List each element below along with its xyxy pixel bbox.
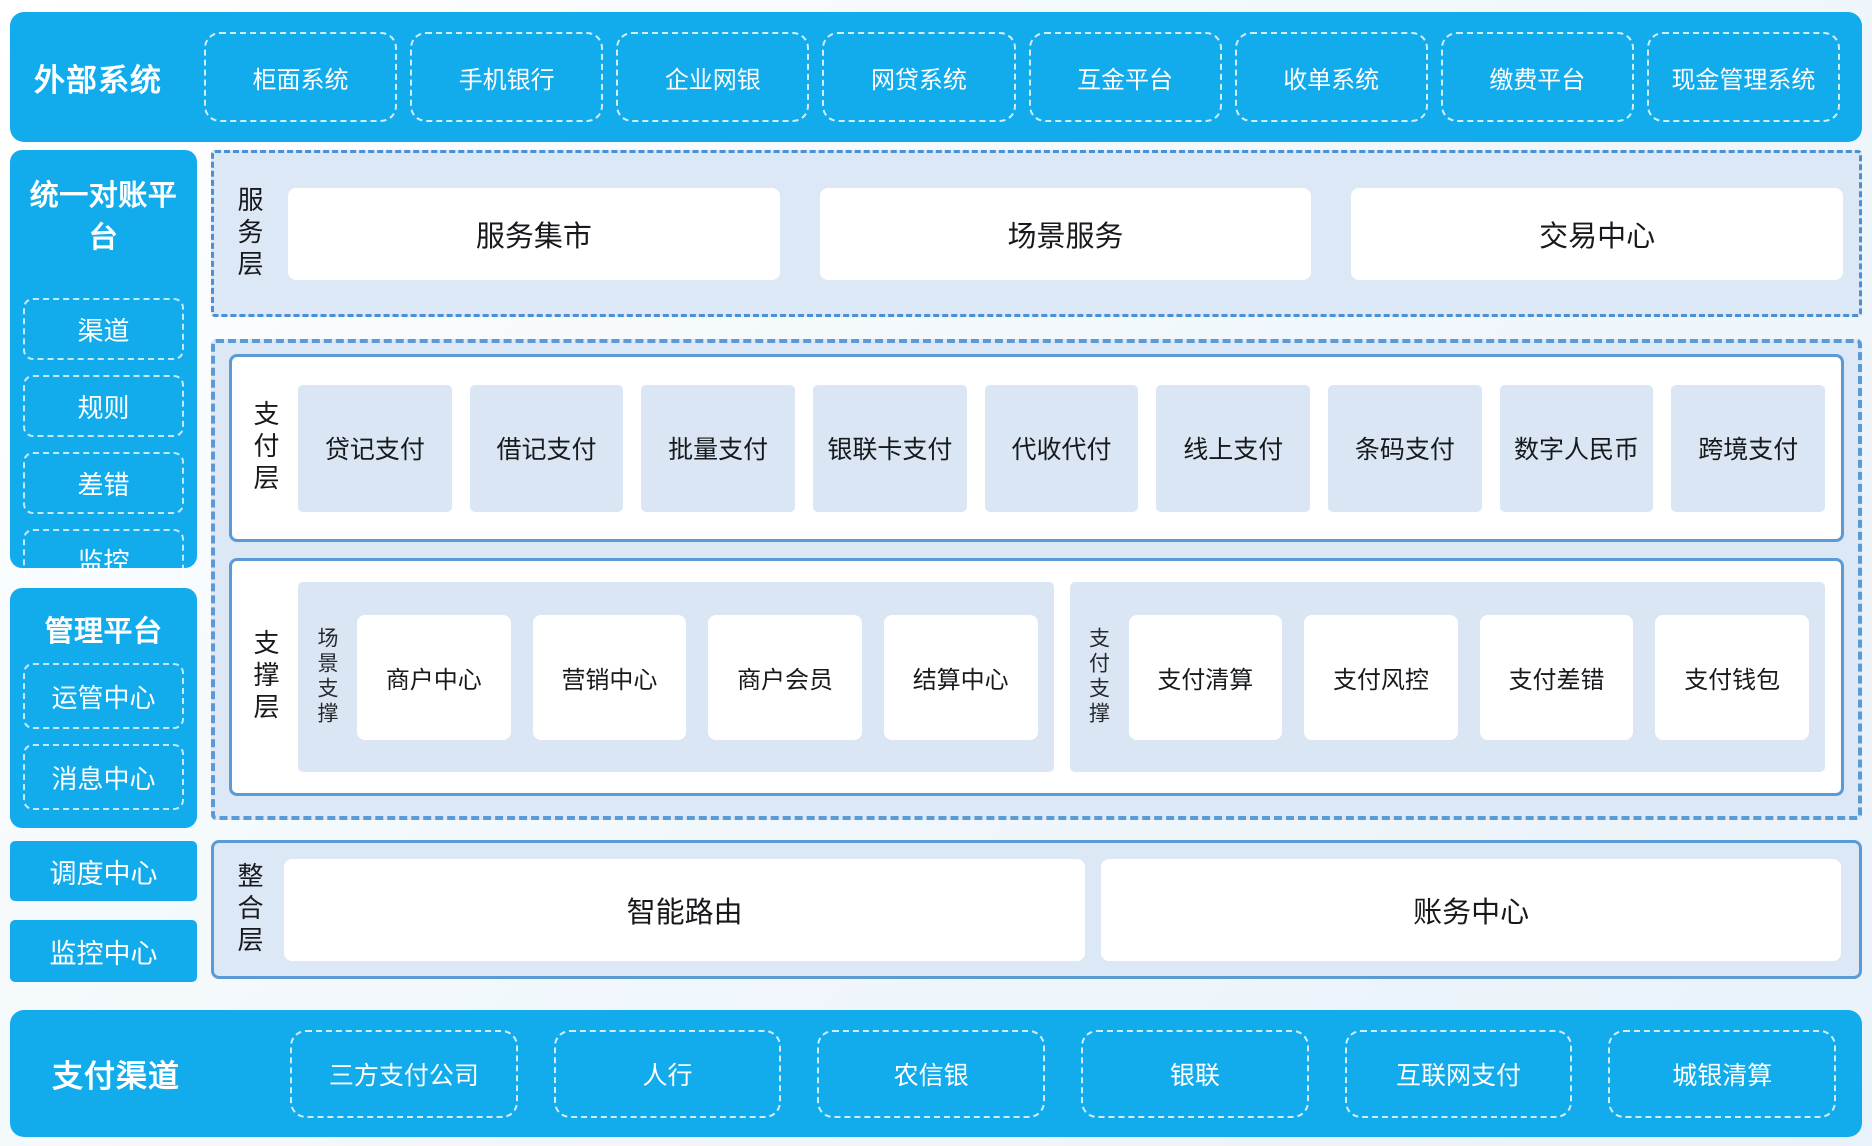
integration-layer: 整合层 智能路由 账务中心	[211, 840, 1862, 979]
payment-node: 数字人民币	[1499, 384, 1654, 512]
left-sidebar: 统一对账平台 渠道 规则 差错 监控 管理平台 运管中心 消息中心 调度中心 监…	[10, 150, 197, 982]
payment-node: 批量支付	[641, 384, 796, 512]
support-node: 支付钱包	[1655, 614, 1809, 740]
external-system-node: 缴费平台	[1440, 32, 1634, 122]
integration-layer-items: 智能路由 账务中心	[284, 858, 1841, 961]
scene-support-items: 商户中心 营销中心 商户会员 结算中心	[357, 614, 1038, 740]
external-system-node: 互金平台	[1028, 32, 1222, 122]
payment-node: 代收代付	[984, 384, 1139, 512]
support-node: 营销中心	[532, 614, 687, 740]
management-node: 消息中心	[23, 744, 184, 810]
payment-channels-bar: 支付渠道 三方支付公司 人行 农信银 银联 互联网支付 城银清算	[10, 1010, 1862, 1137]
scheduling-center-node: 调度中心	[10, 841, 197, 901]
external-systems-bar: 外部系统 柜面系统 手机银行 企业网银 网贷系统 互金平台 收单系统 缴费平台 …	[10, 12, 1862, 142]
payment-node: 银联卡支付	[813, 384, 967, 512]
reconciliation-node: 规则	[23, 375, 184, 437]
payment-layer: 支付层 贷记支付 借记支付 批量支付 银联卡支付 代收代付 线上支付 条码支付 …	[229, 354, 1844, 542]
external-systems-title: 外部系统	[34, 62, 162, 98]
scene-support-group: 场景支撑 商户中心 营销中心 商户会员 结算中心	[298, 582, 1054, 772]
payment-channel-node: 互联网支付	[1344, 1029, 1573, 1118]
management-platform-title: 管理平台	[44, 616, 163, 648]
external-systems-items: 柜面系统 手机银行 企业网银 网贷系统 互金平台 收单系统 缴费平台 现金管理系…	[204, 12, 1840, 142]
management-platform-panel: 管理平台 运管中心 消息中心	[10, 588, 197, 828]
support-layer: 支撑层 场景支撑 商户中心 营销中心 商户会员 结算中心	[229, 558, 1844, 796]
payment-channels-title: 支付渠道	[52, 1059, 180, 1094]
monitoring-center-node: 监控中心	[10, 920, 197, 982]
payment-channel-node: 银联	[1081, 1029, 1309, 1118]
payment-layer-items: 贷记支付 借记支付 批量支付 银联卡支付 代收代付 线上支付 条码支付 数字人民…	[298, 384, 1826, 512]
reconciliation-platform-panel: 统一对账平台 渠道 规则 差错 监控	[10, 150, 197, 591]
reconciliation-node: 差错	[23, 452, 184, 514]
external-system-node: 企业网银	[616, 32, 810, 122]
support-node: 商户会员	[708, 614, 862, 740]
service-node: 场景服务	[819, 187, 1312, 280]
reconciliation-node: 渠道	[23, 298, 184, 360]
integration-node: 账务中心	[1101, 858, 1841, 961]
service-layer-items: 服务集市 场景服务 交易中心	[288, 187, 1844, 280]
service-node: 交易中心	[1351, 187, 1844, 280]
payment-support-label: 支付支撑	[1086, 627, 1110, 727]
payment-channel-node: 三方支付公司	[290, 1029, 518, 1118]
external-system-node: 手机银行	[410, 32, 604, 122]
diagram-body: 统一对账平台 渠道 规则 差错 监控 管理平台 运管中心 消息中心 调度中心 监…	[10, 150, 1862, 982]
external-system-node: 网贷系统	[822, 32, 1016, 122]
payment-channel-node: 城银清算	[1608, 1029, 1837, 1118]
reconciliation-platform-title: 统一对账平台	[29, 180, 178, 254]
integration-node: 智能路由	[284, 858, 1086, 961]
scene-support-label: 场景支撑	[315, 627, 338, 727]
support-node: 支付清算	[1128, 614, 1283, 740]
support-layer-label: 支撑层	[250, 629, 280, 725]
payment-support-group: 支付支撑 支付清算 支付风控 支付差错 支付钱包	[1069, 582, 1825, 772]
payment-layer-label: 支付层	[250, 400, 280, 496]
payment-node: 线上支付	[1156, 384, 1311, 512]
support-node: 结算中心	[883, 614, 1038, 740]
payment-support-items: 支付清算 支付风控 支付差错 支付钱包	[1128, 614, 1809, 740]
payment-node: 条码支付	[1328, 384, 1482, 512]
service-layer-label: 服务层	[234, 185, 264, 282]
payment-channel-node: 人行	[553, 1029, 782, 1118]
payment-channels-items: 三方支付公司 人行 农信银 银联 互联网支付 城银清算	[290, 1010, 1837, 1137]
main-column: 服务层 服务集市 场景服务 交易中心 支付层 贷记支付 借记支付 批量支付 银联…	[211, 150, 1862, 982]
support-node: 支付差错	[1479, 614, 1634, 740]
external-system-node: 收单系统	[1234, 32, 1428, 122]
payment-support-container: 支付层 贷记支付 借记支付 批量支付 银联卡支付 代收代付 线上支付 条码支付 …	[211, 339, 1862, 820]
service-layer: 服务层 服务集市 场景服务 交易中心	[211, 150, 1862, 317]
service-node: 服务集市	[288, 187, 780, 280]
external-system-node: 柜面系统	[204, 32, 398, 122]
payment-node: 借记支付	[469, 384, 624, 512]
payment-node: 跨境支付	[1671, 384, 1826, 512]
payment-channel-node: 农信银	[817, 1029, 1046, 1118]
support-node: 商户中心	[357, 614, 511, 740]
payment-node: 贷记支付	[298, 384, 452, 512]
external-system-node: 现金管理系统	[1646, 32, 1840, 122]
support-layer-groups: 场景支撑 商户中心 营销中心 商户会员 结算中心 支付支撑 支付清算	[298, 582, 1825, 772]
integration-layer-label: 整合层	[234, 861, 264, 958]
management-node: 运管中心	[23, 663, 184, 729]
reconciliation-node: 监控	[23, 529, 184, 591]
support-node: 支付风控	[1304, 614, 1458, 740]
